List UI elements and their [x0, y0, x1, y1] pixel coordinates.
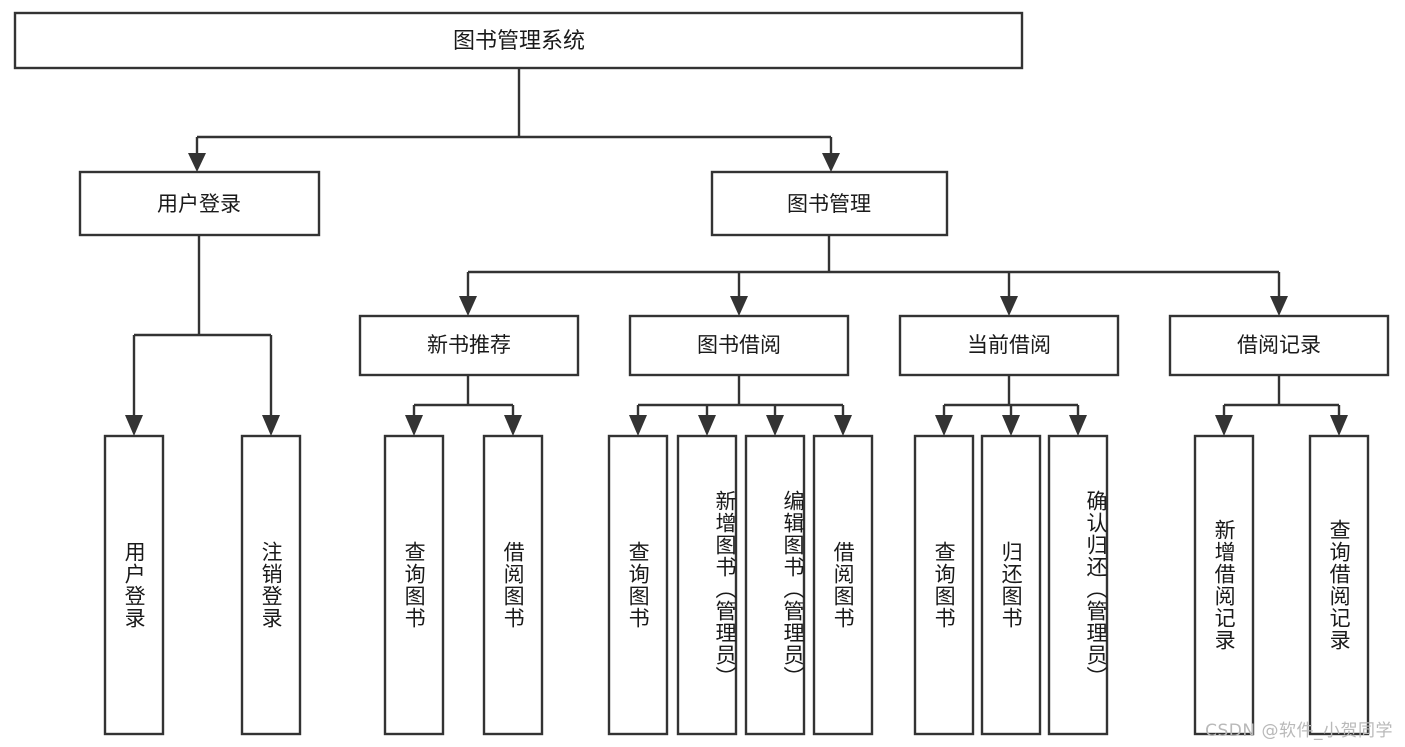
leaf-box-bb-3[interactable]: [812, 434, 874, 736]
leaf-box-bb-1[interactable]: [676, 434, 738, 736]
leaf-group-book-borrow: [607, 434, 874, 736]
leaf-box-user-login-1[interactable]: [240, 434, 302, 736]
node-book-borrow[interactable]: 图书借阅: [628, 314, 850, 377]
connector-group-root: [188, 68, 840, 172]
node-current-borrow-box[interactable]: [898, 314, 1120, 377]
arrow-head-leaf-user-login-0: [125, 415, 143, 436]
arrow-head-current-borrow: [1000, 296, 1018, 316]
leaf-box-br-1[interactable]: [1308, 434, 1370, 736]
node-current-borrow-label: 当前借阅: [967, 333, 1051, 357]
arrow-head-borrow-record: [1270, 296, 1288, 316]
arrow-head-user-login: [188, 153, 206, 172]
connector-group-user-login: [125, 235, 280, 436]
node-user-login[interactable]: 用户登录: [78, 170, 321, 237]
leaf-group-current-borrow: [913, 434, 1109, 736]
arrow-head-leaf-bb-2: [766, 415, 784, 436]
node-root-box[interactable]: [13, 11, 1024, 70]
connector-group-book-borrow: [629, 375, 852, 436]
node-borrow-record-box[interactable]: [1168, 314, 1390, 377]
node-root[interactable]: 图书管理系统: [13, 11, 1024, 70]
arrow-head-leaf-cb-1: [1002, 415, 1020, 436]
node-borrow-record-label: 借阅记录: [1237, 333, 1321, 357]
watermark-text: CSDN @软件_小贺同学: [1205, 721, 1393, 741]
node-new-book-recommend-label: 新书推荐: [427, 333, 511, 357]
leaf-box-bb-2[interactable]: [744, 434, 806, 736]
arrow-head-leaf-cb-0: [935, 415, 953, 436]
leaf-box-cb-2[interactable]: [1047, 434, 1109, 736]
node-book-borrow-label: 图书借阅: [697, 333, 781, 357]
node-book-mgmt-box[interactable]: [710, 170, 949, 237]
connector-group-current-borrow: [935, 375, 1087, 436]
node-current-borrow[interactable]: 当前借阅: [898, 314, 1120, 377]
arrow-head-leaf-bb-0: [629, 415, 647, 436]
node-book-mgmt[interactable]: 图书管理: [710, 170, 949, 237]
node-new-book-recommend[interactable]: 新书推荐: [358, 314, 580, 377]
arrow-head-leaf-bb-1: [698, 415, 716, 436]
arrow-head-leaf-cb-2: [1069, 415, 1087, 436]
leaf-box-bb-0[interactable]: [607, 434, 669, 736]
node-borrow-record[interactable]: 借阅记录: [1168, 314, 1390, 377]
leaf-box-cb-1[interactable]: [980, 434, 1042, 736]
arrow-head-leaf-nbr-0: [405, 415, 423, 436]
leaf-box-user-login-0[interactable]: [103, 434, 165, 736]
node-book-borrow-box[interactable]: [628, 314, 850, 377]
leaf-group-user-login: [103, 434, 302, 736]
leaf-group-borrow-record: [1193, 434, 1370, 736]
leaf-box-nbr-1[interactable]: [482, 434, 544, 736]
node-book-mgmt-label: 图书管理: [787, 192, 871, 216]
arrow-head-leaf-user-login-1: [262, 415, 280, 436]
node-new-book-recommend-box[interactable]: [358, 314, 580, 377]
arrow-head-leaf-bb-3: [834, 415, 852, 436]
node-user-login-label: 用户登录: [157, 192, 241, 216]
node-user-login-box[interactable]: [78, 170, 321, 237]
arrow-head-leaf-nbr-1: [504, 415, 522, 436]
arrow-head-leaf-br-0: [1215, 415, 1233, 436]
arrow-head-book-borrow: [730, 296, 748, 316]
connector-group-borrow-record: [1215, 375, 1348, 436]
connector-group-new-book-recommend: [405, 375, 522, 436]
arrow-head-book-mgmt: [822, 153, 840, 172]
arrow-head-new-book-recommend: [459, 296, 477, 316]
leaf-box-nbr-0[interactable]: [383, 434, 445, 736]
leaf-box-br-0[interactable]: [1193, 434, 1255, 736]
leaf-group-new-book-recommend: [383, 434, 544, 736]
connector-group-book-mgmt: [459, 235, 1288, 316]
node-root-label: 图书管理系统: [453, 29, 585, 54]
arrow-head-leaf-br-1: [1330, 415, 1348, 436]
leaf-box-cb-0[interactable]: [913, 434, 975, 736]
